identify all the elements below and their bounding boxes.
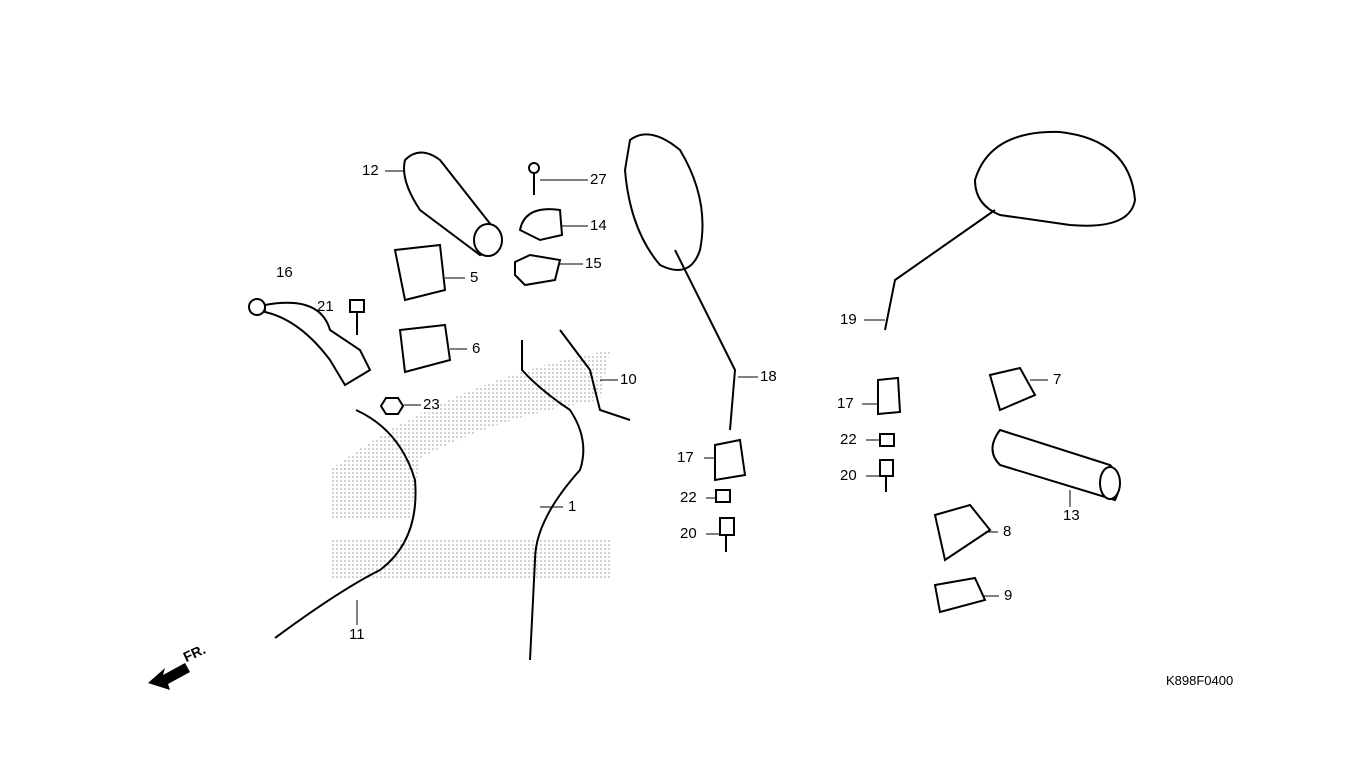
callout-15: 15: [585, 255, 602, 272]
bolt-20-right: [879, 459, 894, 492]
callout-1: 1: [568, 498, 577, 515]
callout-10: 10: [620, 371, 637, 388]
callout-11: 11: [349, 626, 365, 643]
callout-21: 21: [317, 298, 334, 315]
nut-22-right: [879, 433, 895, 447]
callout-13: 13: [1063, 507, 1080, 524]
cable-1: [521, 340, 585, 661]
honda-watermark: [330, 350, 610, 580]
nut-23: [379, 397, 405, 415]
callout-12: 12: [362, 162, 379, 179]
callout-22-right: 22: [840, 431, 857, 448]
mirror-right: [884, 130, 1137, 331]
screw: [528, 162, 540, 195]
switch-8: [933, 503, 992, 562]
switch-6: [398, 323, 452, 374]
callout-16: 16: [276, 264, 293, 281]
cable-11: [274, 409, 417, 639]
switch-7: [988, 366, 1037, 412]
callout-6: 6: [472, 340, 481, 357]
callout-20-left: 20: [680, 525, 697, 542]
diagram-code: K898F0400: [1166, 673, 1234, 688]
throttle-housing-upper: [518, 208, 564, 242]
callout-27: 27: [590, 171, 607, 188]
callout-14: 14: [590, 217, 607, 234]
bolt-20-left: [719, 517, 735, 552]
callout-5: 5: [470, 269, 479, 286]
callout-7: 7: [1053, 371, 1062, 388]
harness-10: [559, 329, 631, 421]
nut-22-left: [715, 489, 731, 503]
callout-9: 9: [1004, 587, 1013, 604]
grip-left: [403, 151, 503, 257]
callout-22-left: 22: [680, 489, 697, 506]
callout-23: 23: [423, 396, 440, 413]
throttle-housing-lower: [514, 253, 562, 287]
brake-lever: [248, 298, 372, 387]
callout-19: 19: [840, 311, 857, 328]
adapter-17-right: [877, 376, 902, 416]
adapter-17-left: [714, 438, 747, 482]
switch-9: [933, 576, 987, 614]
callout-17-right: 17: [837, 395, 854, 412]
switch-5: [393, 243, 447, 302]
callout-18: 18: [760, 368, 777, 385]
callout-17-left: 17: [677, 449, 694, 466]
callout-20-right: 20: [840, 467, 857, 484]
bolt-21: [349, 299, 365, 335]
callout-8: 8: [1003, 523, 1012, 540]
grip-right: [991, 428, 1121, 502]
leader-lines: [356, 170, 1071, 625]
front-arrow-icon: [148, 663, 190, 690]
mirror-left: [623, 133, 737, 431]
